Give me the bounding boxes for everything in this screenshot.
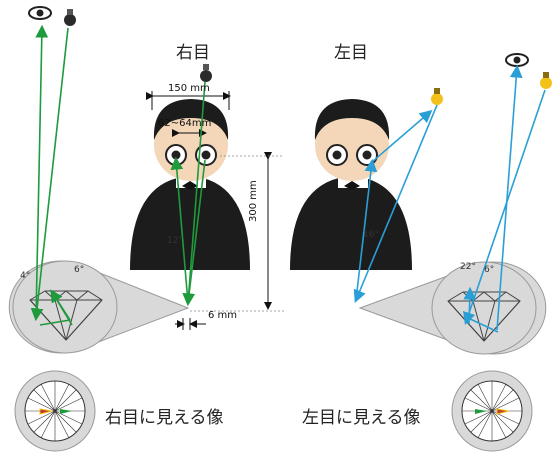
pupil-distance-label: 62~64mm <box>158 118 212 129</box>
eye-icon <box>505 53 529 67</box>
offset-label: 6 mm <box>208 310 238 321</box>
angle-left-eye: 16° <box>363 230 379 240</box>
diamond-icon <box>29 290 103 341</box>
light-bulb-icon <box>431 88 443 105</box>
angle-left-tilt-left: 22° <box>460 262 476 272</box>
light-bulb-icon <box>540 72 552 89</box>
diamond-icon <box>14 370 96 452</box>
left-eye-title: 左目 <box>334 43 368 63</box>
angle-right-tilt-right: 6° <box>74 265 85 275</box>
person-icon <box>290 99 412 270</box>
diamond-icon <box>451 370 533 452</box>
eye-icon <box>28 6 52 20</box>
viewing-height-label: 300 mm <box>248 180 259 222</box>
left-eye-view-caption: 左目に見える像 <box>302 408 421 428</box>
head-width-label: 150 mm <box>168 83 210 94</box>
angle-left-tilt-right: 6° <box>484 265 495 275</box>
right-eye-title: 右目 <box>176 43 210 63</box>
right-eye-view-caption: 右目に見える像 <box>105 408 224 428</box>
angle-right-eye: 12° <box>167 236 183 246</box>
light-bulb-icon <box>200 64 212 82</box>
angle-right-tilt-left: 4° <box>20 271 31 281</box>
light-bulb-icon <box>64 9 76 26</box>
